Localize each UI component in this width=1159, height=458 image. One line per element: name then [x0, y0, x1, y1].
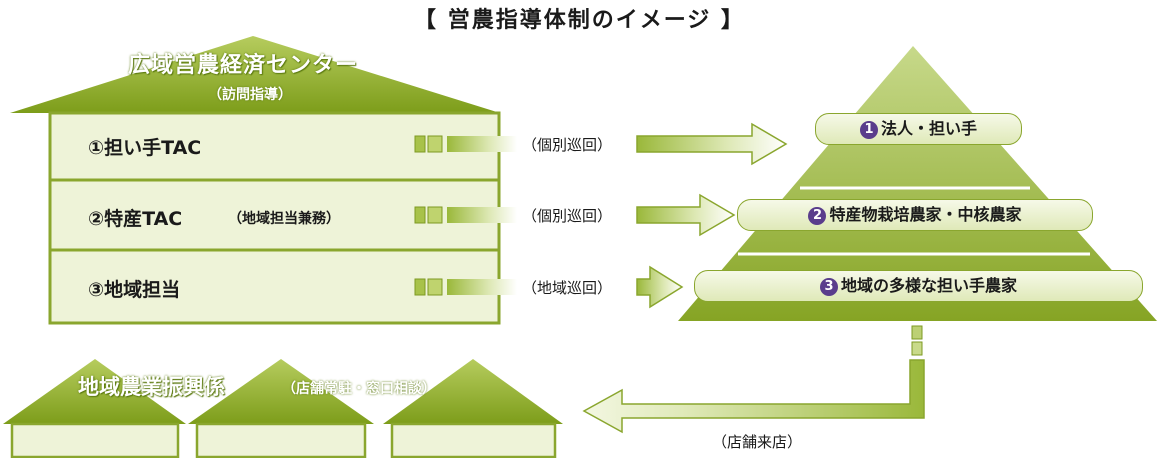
center-name: 広域営農経済センター	[128, 53, 359, 78]
row-2-visit: （個別巡回）	[522, 207, 613, 225]
row-3-visit: （地域巡回）	[522, 279, 613, 297]
arrow-row-3	[414, 265, 684, 309]
center-sub: （訪問指導）	[208, 87, 292, 103]
branch-house-2	[188, 359, 374, 458]
center-roof	[10, 36, 500, 113]
branch-visit: （店舗来店）	[712, 433, 803, 451]
page-title: 【 営農指導体制のイメージ 】	[414, 8, 745, 33]
row-3-label: ③地域担当	[88, 279, 181, 301]
tier-2-number-icon: 2	[808, 207, 827, 225]
arrow-row-2	[414, 193, 736, 237]
arrow-row-1	[414, 122, 788, 166]
tier-1-number-icon: 1	[859, 121, 878, 139]
tier-2-label: 特産物栽培農家・中核農家	[829, 205, 1022, 224]
row-1-visit: （個別巡回）	[522, 136, 613, 154]
row-2-note: （地域担当兼務）	[228, 211, 340, 227]
row-1-label: ①担い手TAC	[88, 137, 202, 159]
tier-1-label: 法人・担い手	[880, 119, 977, 138]
branch-name: 地域農業振興係	[78, 375, 225, 399]
branch-house-1	[3, 359, 186, 458]
return-arrow	[582, 359, 925, 434]
tier-3-label: 地域の多様な担い手農家	[840, 276, 1017, 295]
pyramid	[678, 46, 1157, 321]
tier-3-number-icon: 3	[819, 278, 838, 296]
branch-sub: （店舗常駐・窓口相談）	[282, 381, 436, 397]
branch-house-3	[383, 359, 563, 458]
row-2-label: ②特産TAC	[88, 208, 183, 230]
